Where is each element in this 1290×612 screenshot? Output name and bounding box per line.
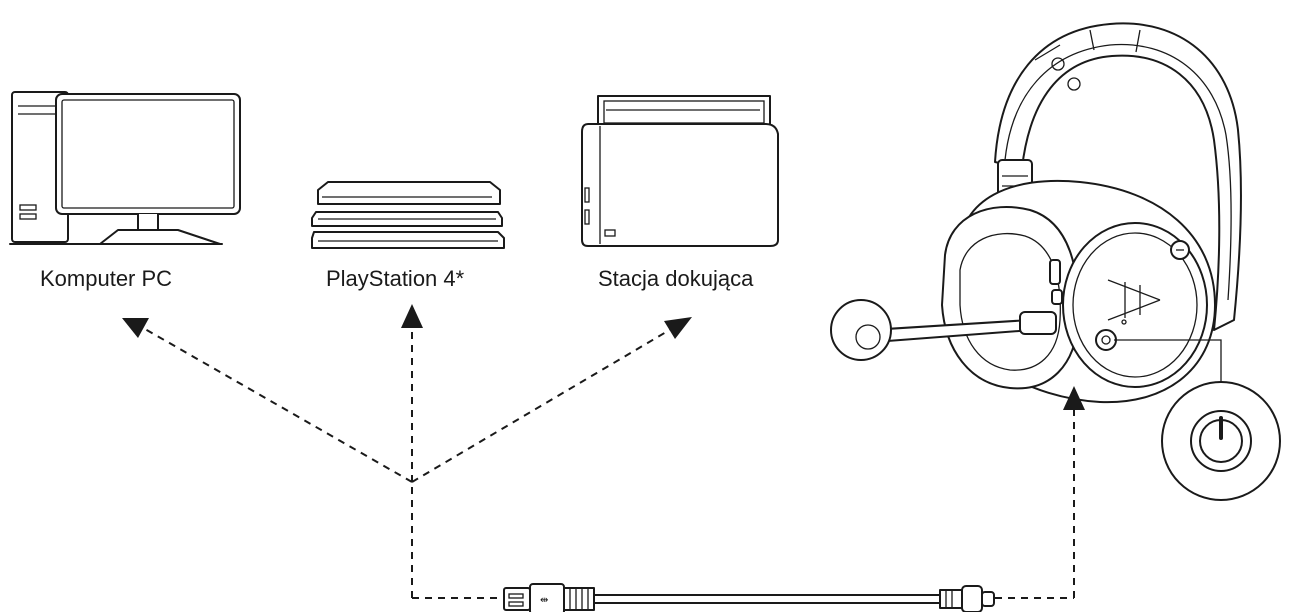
arrow-pc bbox=[122, 318, 149, 338]
usb-cable-icon: ⇹ bbox=[503, 583, 995, 612]
connection-lines bbox=[137, 324, 1075, 599]
power-icon bbox=[1190, 410, 1252, 472]
desktop-pc-icon bbox=[9, 91, 241, 245]
headset-icon bbox=[830, 22, 1242, 404]
ps4-label: PlayStation 4* bbox=[326, 266, 465, 291]
game-console-icon bbox=[311, 181, 505, 249]
arrow-dock bbox=[664, 317, 692, 339]
arrow-headset bbox=[1063, 386, 1085, 410]
svg-text:⇹: ⇹ bbox=[540, 595, 548, 606]
dock-label: Stacja dokująca bbox=[598, 266, 754, 291]
pc-label: Komputer PC bbox=[40, 266, 173, 291]
docking-station-icon bbox=[581, 95, 779, 247]
arrow-ps4 bbox=[401, 304, 423, 328]
power-button-callout bbox=[1114, 339, 1281, 501]
